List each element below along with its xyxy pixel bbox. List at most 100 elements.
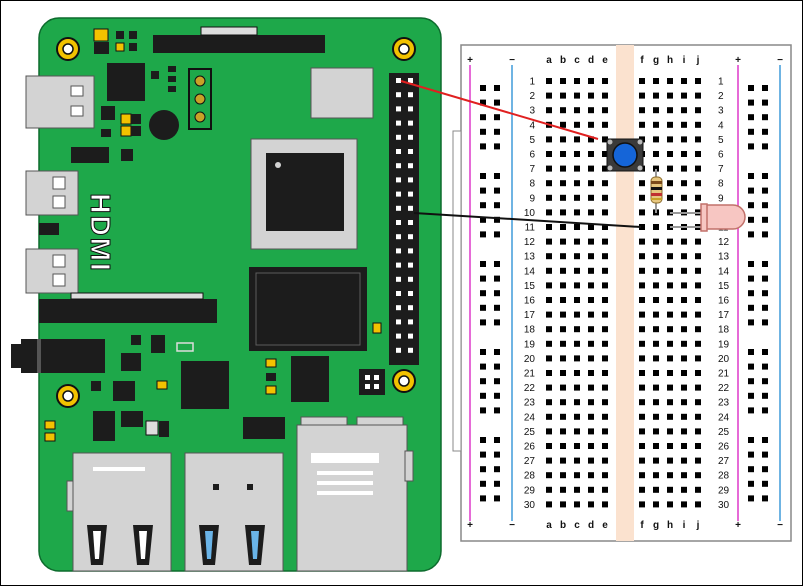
breadboard-hole[interactable] bbox=[667, 180, 673, 187]
breadboard-hole[interactable] bbox=[560, 384, 566, 391]
rail-hole[interactable] bbox=[762, 407, 768, 414]
breadboard-hole[interactable] bbox=[639, 297, 645, 303]
breadboard-hole[interactable] bbox=[602, 78, 608, 84]
breadboard-hole[interactable] bbox=[560, 92, 566, 99]
breadboard-hole[interactable] bbox=[639, 457, 645, 464]
breadboard-hole[interactable] bbox=[560, 267, 566, 274]
breadboard-hole[interactable] bbox=[681, 428, 687, 435]
breadboard-hole[interactable] bbox=[602, 501, 608, 508]
breadboard-hole[interactable] bbox=[560, 194, 566, 201]
breadboard-hole[interactable] bbox=[602, 194, 608, 201]
breadboard-hole[interactable] bbox=[560, 282, 566, 289]
breadboard-hole[interactable] bbox=[681, 297, 687, 303]
breadboard-hole[interactable] bbox=[546, 136, 552, 143]
breadboard-hole[interactable] bbox=[574, 428, 580, 435]
breadboard-hole[interactable] bbox=[681, 121, 687, 128]
breadboard-hole[interactable] bbox=[546, 267, 552, 274]
breadboard-hole[interactable] bbox=[546, 311, 552, 318]
breadboard-hole[interactable] bbox=[653, 121, 659, 128]
rail-hole[interactable] bbox=[762, 85, 768, 91]
rail-hole[interactable] bbox=[762, 143, 768, 150]
breadboard-hole[interactable] bbox=[695, 501, 701, 508]
breadboard-hole[interactable] bbox=[588, 224, 594, 230]
breadboard-hole[interactable] bbox=[546, 209, 552, 216]
rail-hole[interactable] bbox=[494, 290, 500, 297]
rail-hole[interactable] bbox=[480, 261, 486, 267]
breadboard-hole[interactable] bbox=[546, 428, 552, 435]
breadboard-hole[interactable] bbox=[546, 253, 552, 260]
breadboard-hole[interactable] bbox=[560, 443, 566, 449]
breadboard-hole[interactable] bbox=[653, 486, 659, 493]
breadboard-hole[interactable] bbox=[588, 165, 594, 172]
rail-hole[interactable] bbox=[480, 451, 486, 458]
breadboard-hole[interactable] bbox=[588, 428, 594, 435]
breadboard-hole[interactable] bbox=[695, 180, 701, 187]
rail-hole[interactable] bbox=[494, 378, 500, 385]
breadboard-hole[interactable] bbox=[602, 297, 608, 303]
rail-hole[interactable] bbox=[748, 392, 754, 399]
breadboard-hole[interactable] bbox=[695, 121, 701, 128]
breadboard-hole[interactable] bbox=[546, 194, 552, 201]
breadboard-hole[interactable] bbox=[695, 136, 701, 143]
rail-hole[interactable] bbox=[762, 451, 768, 458]
breadboard-hole[interactable] bbox=[546, 340, 552, 347]
breadboard-hole[interactable] bbox=[639, 443, 645, 449]
breadboard-hole[interactable] bbox=[667, 340, 673, 347]
breadboard-hole[interactable] bbox=[653, 92, 659, 99]
breadboard-hole[interactable] bbox=[602, 267, 608, 274]
breadboard-hole[interactable] bbox=[639, 428, 645, 435]
rail-hole[interactable] bbox=[494, 114, 500, 121]
rail-hole[interactable] bbox=[480, 114, 486, 121]
breadboard-hole[interactable] bbox=[546, 384, 552, 391]
breadboard-hole[interactable] bbox=[546, 457, 552, 464]
rail-hole[interactable] bbox=[748, 480, 754, 487]
breadboard-hole[interactable] bbox=[546, 370, 552, 376]
breadboard-hole[interactable] bbox=[639, 209, 645, 216]
rail-hole[interactable] bbox=[762, 173, 768, 179]
breadboard-hole[interactable] bbox=[546, 238, 552, 245]
breadboard-hole[interactable] bbox=[695, 282, 701, 289]
breadboard-hole[interactable] bbox=[681, 253, 687, 260]
breadboard-hole[interactable] bbox=[653, 457, 659, 464]
breadboard-hole[interactable] bbox=[667, 297, 673, 303]
breadboard-hole[interactable] bbox=[574, 92, 580, 99]
breadboard-hole[interactable] bbox=[574, 443, 580, 449]
rail-hole[interactable] bbox=[762, 231, 768, 238]
breadboard-hole[interactable] bbox=[667, 428, 673, 435]
breadboard-hole[interactable] bbox=[546, 107, 552, 114]
breadboard-hole[interactable] bbox=[695, 457, 701, 464]
breadboard-hole[interactable] bbox=[602, 238, 608, 245]
rail-hole[interactable] bbox=[494, 216, 500, 223]
breadboard-hole[interactable] bbox=[667, 486, 673, 493]
rail-hole[interactable] bbox=[494, 407, 500, 414]
breadboard-hole[interactable] bbox=[653, 107, 659, 114]
breadboard-hole[interactable] bbox=[574, 311, 580, 318]
breadboard-hole[interactable] bbox=[639, 92, 645, 99]
breadboard-hole[interactable] bbox=[695, 297, 701, 303]
breadboard-hole[interactable] bbox=[588, 443, 594, 449]
breadboard-hole[interactable] bbox=[574, 78, 580, 84]
breadboard-hole[interactable] bbox=[560, 180, 566, 187]
breadboard-hole[interactable] bbox=[588, 78, 594, 84]
rail-hole[interactable] bbox=[480, 187, 486, 194]
rail-hole[interactable] bbox=[762, 187, 768, 194]
breadboard-hole[interactable] bbox=[602, 355, 608, 362]
breadboard-hole[interactable] bbox=[588, 326, 594, 333]
breadboard-hole[interactable] bbox=[588, 486, 594, 493]
rail-hole[interactable] bbox=[762, 319, 768, 326]
breadboard-hole[interactable] bbox=[681, 413, 687, 420]
breadboard-hole[interactable] bbox=[667, 92, 673, 99]
breadboard-hole[interactable] bbox=[588, 297, 594, 303]
breadboard-hole[interactable] bbox=[667, 311, 673, 318]
breadboard-hole[interactable] bbox=[653, 165, 659, 172]
rail-hole[interactable] bbox=[480, 378, 486, 385]
breadboard-hole[interactable] bbox=[588, 311, 594, 318]
breadboard-hole[interactable] bbox=[681, 180, 687, 187]
breadboard-hole[interactable] bbox=[639, 224, 645, 230]
breadboard-hole[interactable] bbox=[639, 282, 645, 289]
rail-hole[interactable] bbox=[480, 143, 486, 150]
rail-hole[interactable] bbox=[762, 466, 768, 473]
breadboard-hole[interactable] bbox=[588, 472, 594, 479]
breadboard-hole[interactable] bbox=[602, 326, 608, 333]
rail-hole[interactable] bbox=[748, 85, 754, 91]
